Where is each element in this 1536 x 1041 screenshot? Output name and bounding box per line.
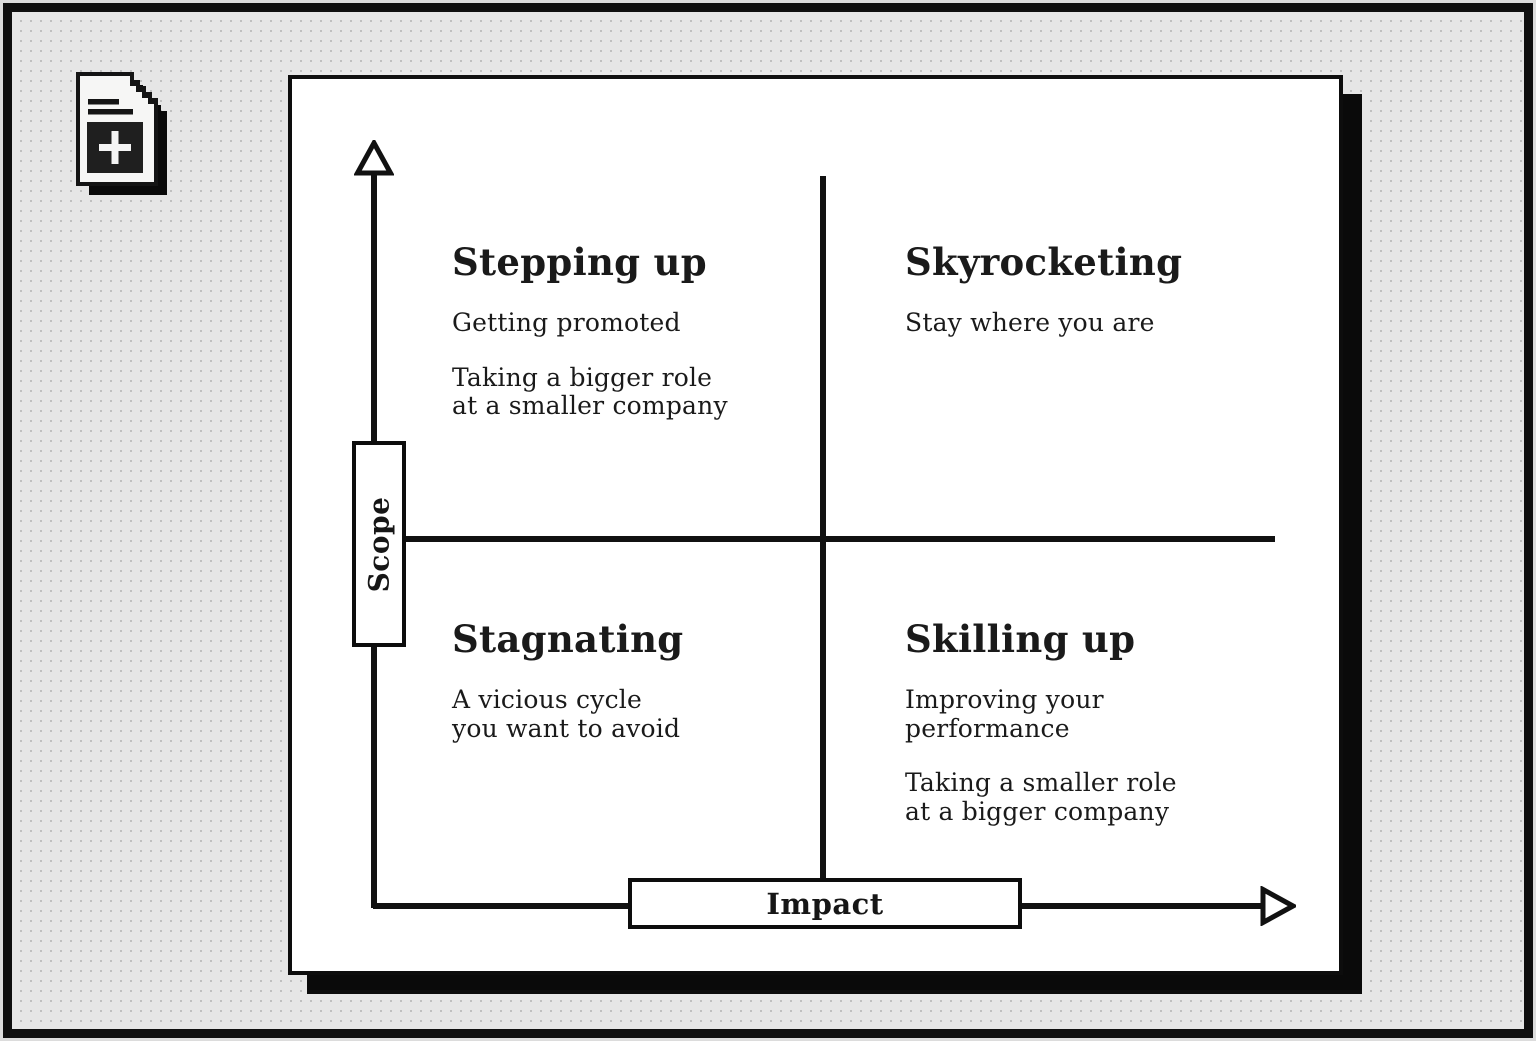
plus-v — [111, 131, 119, 164]
quadrant-title: Stepping up — [452, 240, 707, 284]
quadrant-item: A vicious cycle you want to avoid — [452, 685, 681, 743]
quadrant-item: Stay where you are — [905, 308, 1155, 337]
new-document-button[interactable] — [76, 72, 176, 202]
text-line-1 — [88, 99, 119, 105]
quadrant-bottom-right: Skilling up Improving your performance T… — [905, 618, 1325, 852]
arrow-right-icon — [1260, 886, 1296, 926]
quadrant-top-right: Skyrocketing Stay where you are — [905, 241, 1325, 364]
diagram-card: Scope Impact Stepping up Getting promote… — [288, 75, 1343, 975]
folded-corner — [130, 75, 157, 104]
quadrant-item: Taking a smaller role at a bigger compan… — [905, 768, 1177, 826]
x-axis-label-box: Impact — [628, 878, 1022, 929]
quadrant-top-left: Stepping up Getting promoted Taking a bi… — [452, 241, 872, 447]
y-axis-label-box: Scope — [352, 441, 406, 647]
new-document-plus-icon — [76, 72, 167, 195]
quadrant-title: Skyrocketing — [905, 240, 1183, 284]
quadrant-item: Improving your performance — [905, 685, 1104, 743]
quadrant-bottom-left: Stagnating A vicious cycle you want to a… — [452, 618, 872, 769]
quadrant-title: Stagnating — [452, 617, 684, 661]
quadrant-item: Taking a bigger role at a smaller compan… — [452, 362, 728, 420]
horizontal-divider-line — [356, 536, 1275, 542]
text-line-2 — [88, 109, 133, 115]
y-axis-label: Scope — [362, 496, 396, 592]
quadrant-item: Getting promoted — [452, 308, 681, 337]
quadrant-title: Skilling up — [905, 617, 1136, 661]
arrow-up-icon — [354, 140, 394, 176]
x-axis-label: Impact — [766, 886, 884, 921]
dotted-canvas: Scope Impact Stepping up Getting promote… — [3, 3, 1533, 1038]
